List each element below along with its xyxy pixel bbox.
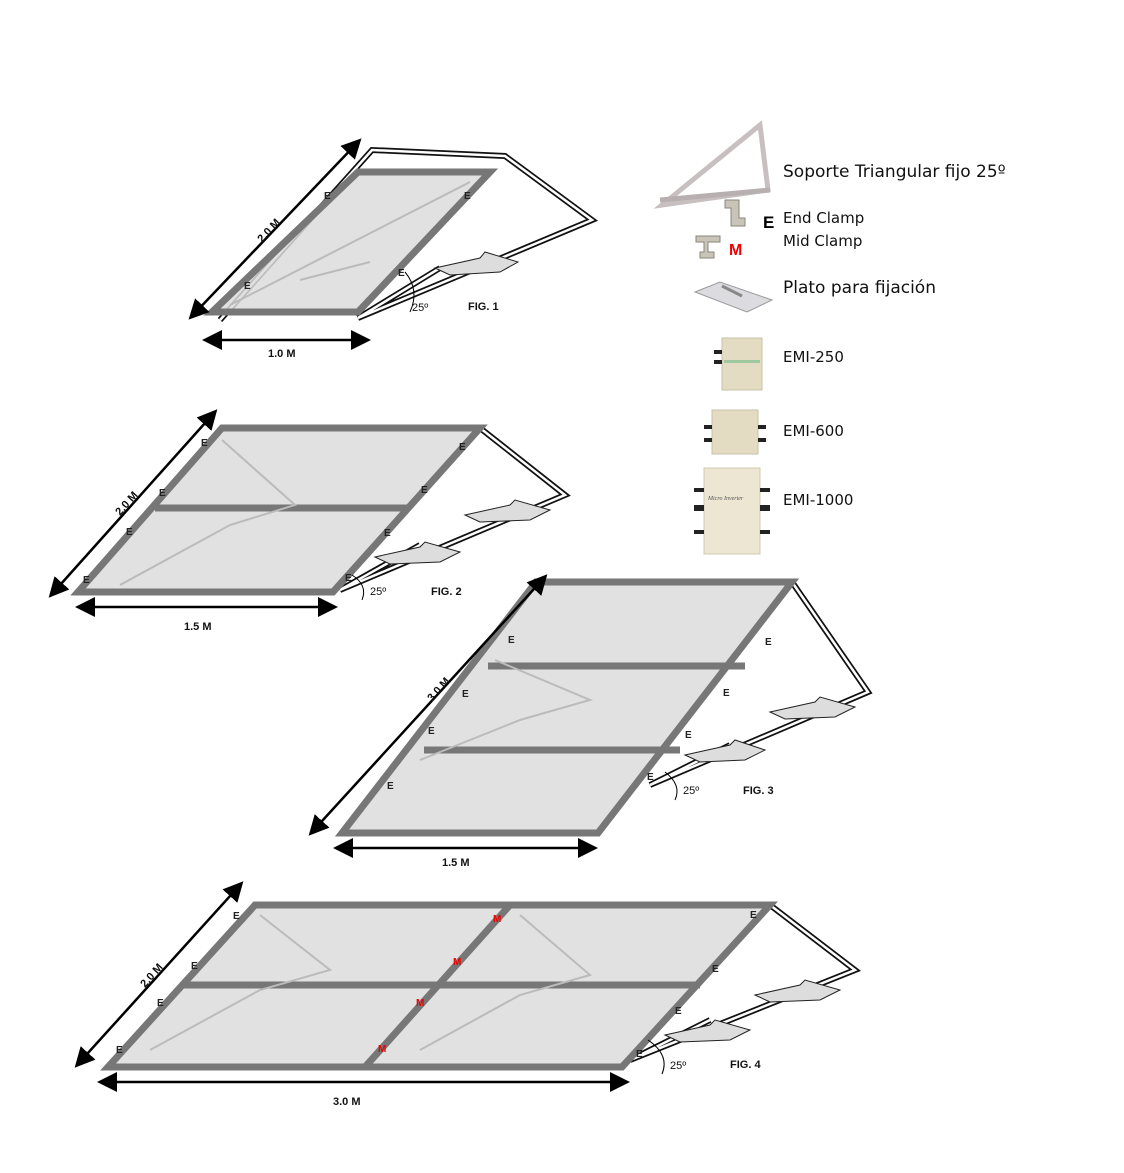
end-clamp-marker: E [83,575,90,586]
width-dimension-label: 1.5 M [442,857,470,869]
width-dimension-label: 1.5 M [184,621,212,633]
slope-dimension-label: 2.0 M [138,962,165,990]
end-clamp-marker: E [157,998,164,1009]
end-clamp-marker: E [398,268,405,279]
inverter-print: Micro Inverter [707,496,744,502]
end-clamp-marker: E [723,688,730,699]
figure-3: 3.0 M 1.5 M 25º FIG. 3 E E E E E E E E [308,574,873,869]
end-clamp-marker: E [324,191,331,202]
end-clamp-marker: E [462,689,469,700]
legend: Soporte Triangular fijo 25º E End Clamp … [653,120,1006,555]
emi-1000-image: Micro Inverter [694,467,770,555]
angle-label: 25º [412,302,428,314]
mid-clamp-marker: M [453,957,461,968]
figure-2: 2.0 M 1.5 M 25º FIG. 2 E E E E E E E E [48,409,571,633]
mid-clamp-marker: M [493,914,501,925]
angle-label: 25º [670,1060,686,1072]
figure-label: FIG. 1 [468,301,499,313]
figure-label: FIG. 2 [431,586,462,598]
end-clamp-marker: E [464,191,471,202]
end-clamp-marker: E [201,438,208,449]
legend-emi-600-label: EMI-600 [783,422,844,440]
end-clamp-marker: E [675,1006,682,1017]
slope-dimension-arrow [48,409,218,598]
width-dimension-label: 1.0 M [268,348,296,360]
slope-dimension-label: 2.0 M [255,217,283,245]
width-dimension-label: 3.0 M [333,1096,361,1108]
slope-dimension-arrow [74,881,244,1068]
end-clamp-marker: E [647,772,654,783]
end-clamp-marker: E [233,911,240,922]
end-clamp-marker: E [244,281,251,292]
emi-600-image [704,409,766,455]
end-clamp-marker: E [384,528,391,539]
angle-label: 25º [683,785,699,797]
legend-emi-1000-label: EMI-1000 [783,491,853,509]
end-clamp-marker: E [459,442,466,453]
legend-support-label: Soporte Triangular fijo 25º [783,162,1006,182]
end-clamp-marker: E [765,637,772,648]
end-clamp-marker: E [387,781,394,792]
end-clamp-marker: E [116,1045,123,1056]
legend-end-clamp-label: End Clamp [783,209,864,227]
end-clamp-marker: E [636,1049,643,1060]
mid-clamp-marker: M [416,998,424,1009]
figure-1: 2.0 M 1.0 M 25º FIG. 1 E E E E [188,138,599,360]
fixing-plate-image [693,281,774,313]
emi-250-image [714,337,763,391]
end-clamp-marker: E [712,964,719,975]
mid-clamp-marker: M [378,1044,386,1055]
mid-marker: M [729,242,742,259]
slope-dimension-arrow [188,138,362,320]
legend-emi-250-label: EMI-250 [783,348,844,366]
figure-label: FIG. 4 [730,1059,761,1071]
end-clamp-marker: E [685,730,692,741]
end-marker: E [763,213,774,232]
end-clamp-image [724,199,746,227]
end-clamp-marker: E [421,485,428,496]
legend-plate-label: Plato para fijación [783,278,936,298]
legend-mid-clamp-label: Mid Clamp [783,232,862,250]
fixing-plate [433,251,520,276]
end-clamp-marker: E [750,910,757,921]
end-clamp-marker: E [126,527,133,538]
figure-4: 2.0 M 3.0 M 25º FIG. 4 E E E E E E E E M… [74,881,862,1108]
slope-dimension-arrow [308,574,548,836]
end-clamp-marker: E [345,573,352,584]
triangular-support-image [653,120,771,209]
end-clamp-marker: E [428,726,435,737]
end-clamp-marker: E [191,961,198,972]
slope-dimension-label: 2.0 M [113,490,140,518]
angle-label: 25º [370,586,386,598]
figure-label: FIG. 3 [743,785,774,797]
mid-clamp-image [695,235,721,259]
end-clamp-marker: E [159,488,166,499]
end-clamp-marker: E [508,635,515,646]
